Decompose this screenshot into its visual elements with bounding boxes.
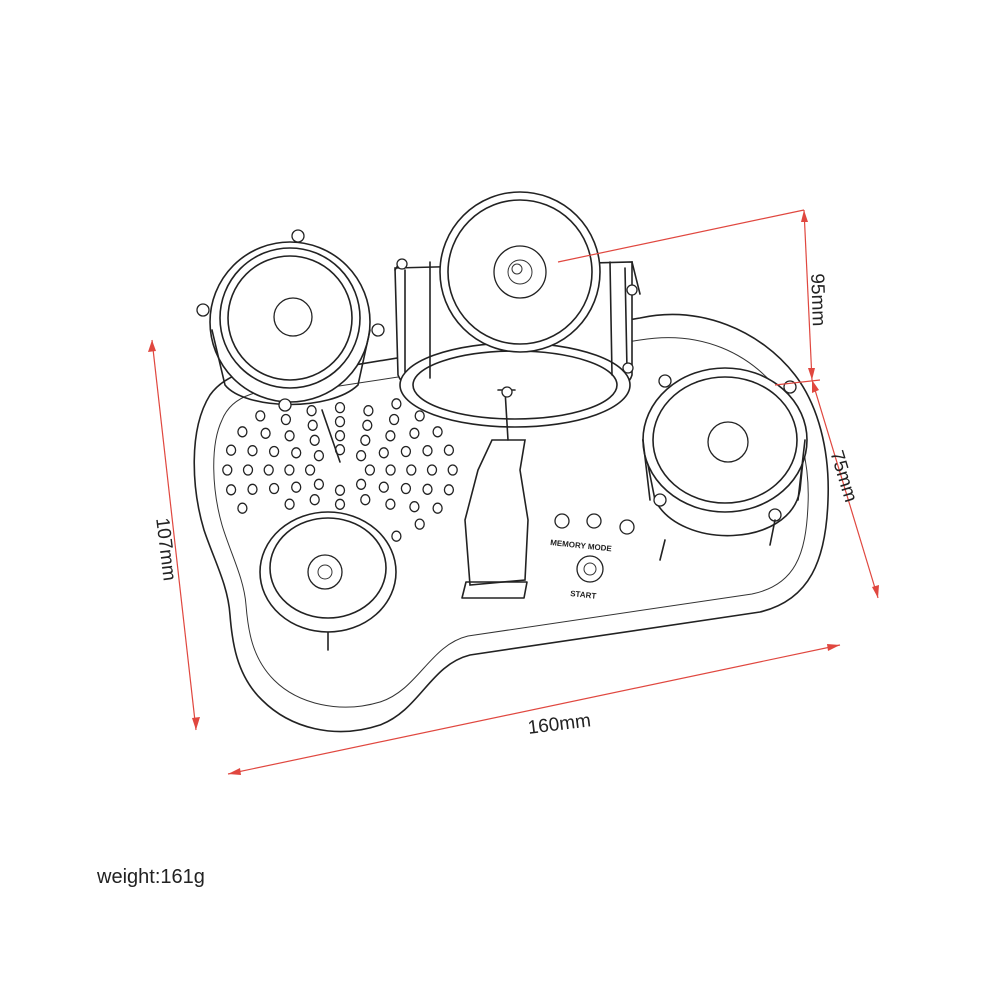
speaker-hole (247, 445, 258, 457)
speaker-hole (355, 478, 367, 490)
start-button[interactable] (576, 555, 604, 583)
speaker-hole (409, 427, 420, 439)
speaker-hole (334, 401, 346, 414)
speaker-hole (334, 415, 346, 428)
speaker-hole (447, 464, 458, 476)
dimension-width-label: 107mm (151, 517, 180, 582)
speaker-hole (360, 494, 371, 506)
speaker-hole (334, 498, 346, 510)
speaker-hole (291, 447, 302, 459)
speaker-hole (426, 464, 438, 476)
speaker-hole (309, 494, 320, 506)
speaker-hole (406, 464, 417, 476)
speaker-hole (313, 450, 325, 462)
speaker-hole (242, 464, 254, 476)
right-floor-tom (642, 367, 808, 561)
speaker-hole (400, 445, 412, 458)
speaker-hole (222, 464, 233, 476)
speaker-hole (432, 502, 443, 514)
speaker-hole (225, 484, 237, 496)
speaker-hole (400, 482, 412, 495)
dimension-height-label: 95mm (806, 273, 829, 326)
speaker-hole (280, 413, 292, 426)
dimension-depth-label: 75mm (826, 448, 862, 505)
speaker-hole (422, 445, 433, 457)
bass-drum (394, 191, 641, 428)
dimension-width: 107mm (148, 339, 200, 731)
speaker-hole (378, 447, 389, 459)
speaker-hole (237, 426, 248, 438)
speaker-hole (304, 464, 316, 476)
speaker-hole (385, 498, 396, 510)
speaker-hole (307, 419, 318, 431)
speaker-hole (247, 483, 258, 495)
speaker-hole (363, 405, 374, 417)
speaker-hole (260, 427, 271, 439)
speaker-hole (237, 502, 248, 514)
speaker-hole (291, 481, 302, 493)
speaker-hole (432, 426, 443, 438)
speaker-hole (263, 464, 274, 476)
speaker-hole (268, 445, 280, 458)
speaker-hole (385, 430, 396, 442)
left-tom-drum (196, 229, 385, 463)
speaker-hole (360, 434, 371, 446)
speaker-hole (334, 484, 346, 496)
speaker-hole (309, 434, 320, 446)
speaker-hole (388, 413, 400, 426)
speaker-hole (364, 464, 376, 476)
dimension-height: 95mm (557, 209, 829, 381)
speaker-hole (362, 419, 373, 431)
bass-pedal (461, 386, 529, 599)
speaker-hole (409, 501, 420, 513)
speaker-hole (255, 410, 266, 422)
speaker-hole (225, 444, 237, 456)
dimension-length-label: 160mm (527, 710, 592, 739)
speaker-hole (443, 484, 455, 496)
speaker-hole (385, 464, 396, 476)
speaker-hole (284, 464, 295, 476)
speaker-hole (378, 481, 389, 493)
memory-button-2[interactable] (586, 513, 602, 529)
mode-button[interactable] (619, 519, 635, 535)
bottom-left-pad (259, 511, 397, 651)
weight-label: weight:161g (97, 866, 205, 888)
speaker-hole (284, 498, 295, 510)
speaker-hole (414, 410, 425, 422)
speaker-hole (443, 444, 455, 456)
speaker-hole (306, 405, 317, 417)
speaker-hole (422, 483, 433, 495)
memory-button-1[interactable] (554, 513, 570, 529)
speaker-hole (391, 398, 402, 410)
speaker-hole (414, 518, 425, 530)
speaker-hole (268, 482, 280, 495)
speaker-hole (334, 430, 346, 442)
speaker-hole (355, 450, 367, 462)
panel-start-label: START (570, 589, 597, 601)
speaker-hole (313, 478, 325, 490)
speaker-hole (284, 430, 295, 442)
speaker-hole (391, 530, 402, 542)
